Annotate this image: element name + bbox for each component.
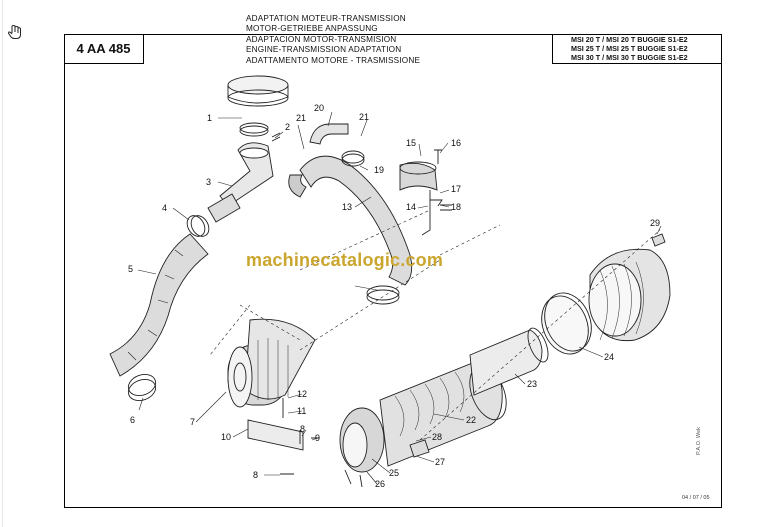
callout-14: 14 (406, 202, 416, 212)
title-en: ENGINE-TRANSMISSION ADAPTATION (246, 45, 402, 55)
callout-2: 2 (285, 122, 290, 132)
reference-number: 4 AA 485 (64, 34, 144, 64)
callout-13: 13 (342, 202, 352, 212)
callout-21: 21 (296, 113, 306, 123)
callout-8: 8 (253, 470, 258, 480)
callout-16: 16 (451, 138, 461, 148)
header-rule (144, 34, 552, 35)
callout-17: 17 (451, 184, 461, 194)
callout-23: 23 (527, 379, 537, 389)
filter-cap-part (227, 75, 289, 107)
callout-21: 21 (359, 112, 369, 122)
callout-24: 24 (604, 352, 614, 362)
callout-18: 18 (451, 202, 461, 212)
callout-8: 8 (300, 424, 305, 434)
callout-labels: 1 2 3 4 5 6 7 8 8 9 10 11 12 13 14 15 16… (128, 103, 660, 489)
hand-cursor-icon (8, 25, 21, 39)
callout-29: 29 (650, 218, 660, 228)
inner-element-part (469, 327, 549, 396)
margin-line (2, 0, 3, 527)
callout-20: 20 (314, 103, 324, 113)
side-note: P.A.O. Wek (696, 427, 702, 455)
callout-3: 3 (206, 177, 211, 187)
callout-12: 12 (297, 389, 307, 399)
title-fr: ADAPTATION MOTEUR-TRANSMISSION (246, 14, 406, 23)
callout-19: 19 (374, 165, 384, 175)
title-de: MOTOR-GETRIEBE ANPASSUNG (246, 24, 378, 34)
callout-1: 1 (207, 113, 212, 123)
callout-7: 7 (190, 417, 195, 427)
long-hose-part (109, 233, 209, 377)
callout-28: 28 (432, 432, 442, 442)
callout-26: 26 (375, 479, 385, 489)
title-it: ADATTAMENTO MOTORE - TRASMISSIONE (246, 55, 421, 65)
callout-6: 6 (130, 415, 135, 425)
models-box: MSI 20 T / MSI 20 T BUGGIE S1-E2 MSI 25 … (552, 34, 722, 64)
callout-22: 22 (466, 415, 476, 425)
model-line: MSI 25 T / MSI 25 T BUGGIE S1-E2 (571, 44, 688, 53)
air-filter-housing-part (227, 318, 316, 408)
title-es: ADAPTACION MOTOR-TRANSMISION (246, 34, 397, 44)
callout-5: 5 (128, 264, 133, 274)
elbow-adapter-part (207, 142, 274, 223)
footer-date: 04 / 07 / 05 (682, 495, 710, 501)
callout-27: 27 (435, 457, 445, 467)
watermark-text: machinecatalogic.com (246, 250, 444, 270)
model-line: MSI 20 T / MSI 20 T BUGGIE S1-E2 (571, 35, 688, 44)
callout-11: 11 (297, 406, 306, 416)
title-block: ADAPTATION MOTEUR-TRANSMISSION MOTOR-GET… (246, 14, 506, 66)
callout-4: 4 (162, 203, 167, 213)
callout-9: 9 (315, 433, 320, 443)
main-housing-part (588, 248, 671, 342)
model-line: MSI 30 T / MSI 30 T BUGGIE S1-E2 (571, 53, 688, 62)
callout-15: 15 (406, 138, 416, 148)
callout-10: 10 (221, 432, 231, 442)
filter-end-cap-part (339, 407, 385, 488)
callout-25: 25 (389, 468, 399, 478)
